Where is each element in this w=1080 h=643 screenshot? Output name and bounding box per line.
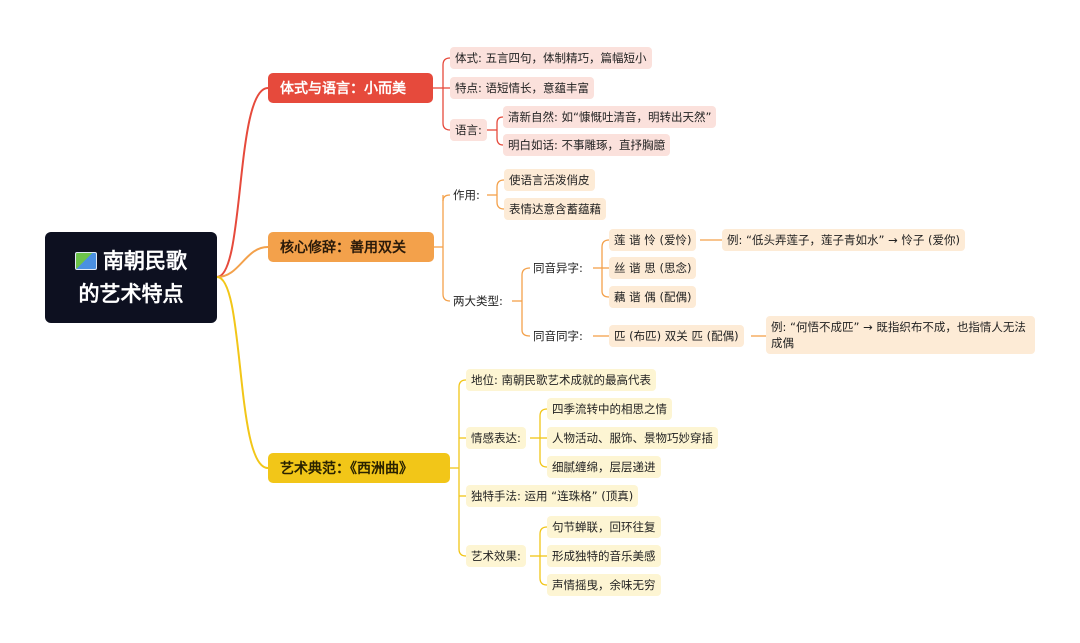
edge-root-branch3: [216, 276, 269, 469]
root-title-line2: 的艺术特点: [78, 281, 184, 306]
node-pi-example[interactable]: 例: “何悟不成匹” → 既指织布不成，也指情人无法成偶: [766, 316, 1035, 354]
node-ou[interactable]: 藕 谐 偶 (配偶): [609, 286, 697, 308]
node-yuyan[interactable]: 语言:: [450, 119, 487, 141]
edge-root-branch1: [216, 87, 269, 278]
node-xiaoguo-2[interactable]: 形成独特的音乐美感: [547, 545, 661, 567]
node-qinggan[interactable]: 情感表达:: [466, 427, 526, 449]
node-yuyan-natural[interactable]: 清新自然: 如“慷慨吐清音，明转出天然”: [503, 106, 717, 128]
node-tongyin-tongzi[interactable]: 同音同字:: [533, 329, 583, 343]
edge-root-branch2: [216, 246, 269, 278]
node-xiaoguo[interactable]: 艺术效果:: [466, 545, 526, 567]
root-title-line1: 南朝民歌: [103, 248, 187, 273]
node-leixing[interactable]: 两大类型:: [453, 294, 503, 308]
node-tongyin-yizi[interactable]: 同音异字:: [533, 261, 583, 275]
branch-artistic-model[interactable]: 艺术典范：《西洲曲》: [268, 453, 450, 483]
node-zuoyong[interactable]: 作用:: [453, 188, 480, 202]
node-yuyan-plain[interactable]: 明白如话: 不事雕琢，直抒胸臆: [503, 134, 671, 156]
node-tishi[interactable]: 体式: 五言四句，体制精巧，篇幅短小: [450, 47, 652, 69]
branch-form-language[interactable]: 体式与语言：小而美: [268, 73, 433, 103]
node-qinggan-3[interactable]: 细腻缠绵，层层递进: [547, 456, 661, 478]
node-lian-example[interactable]: 例: “低头弄莲子，莲子青如水” → 怜子 (爱你): [722, 229, 966, 251]
map-icon: [75, 251, 97, 270]
root-topic[interactable]: 南朝民歌 的艺术特点: [45, 232, 217, 323]
node-xiaoguo-3[interactable]: 声情摇曳，余味无穷: [547, 574, 661, 596]
node-diwei[interactable]: 地位: 南朝民歌艺术成就的最高代表: [466, 369, 657, 391]
node-pi[interactable]: 匹 (布匹) 双关 匹 (配偶): [609, 325, 744, 347]
node-shoufa[interactable]: 独特手法: 运用 “连珠格” (顶真): [466, 485, 639, 507]
node-xiaoguo-1[interactable]: 句节蝉联，回环往复: [547, 516, 661, 538]
node-qinggan-1[interactable]: 四季流转中的相思之情: [547, 398, 672, 420]
node-zuoyong-subtle[interactable]: 表情达意含蓄蕴藉: [504, 198, 606, 220]
node-lian[interactable]: 莲 谐 怜 (爱怜): [609, 229, 697, 251]
node-qinggan-2[interactable]: 人物活动、服饰、景物巧妙穿插: [547, 427, 718, 449]
node-zuoyong-lively[interactable]: 使语言活泼俏皮: [504, 169, 595, 191]
node-si[interactable]: 丝 谐 思 (思念): [609, 257, 697, 279]
branch-core-rhetoric[interactable]: 核心修辞：善用双关: [268, 232, 434, 262]
node-tedian[interactable]: 特点: 语短情长，意蕴丰富: [450, 77, 595, 99]
